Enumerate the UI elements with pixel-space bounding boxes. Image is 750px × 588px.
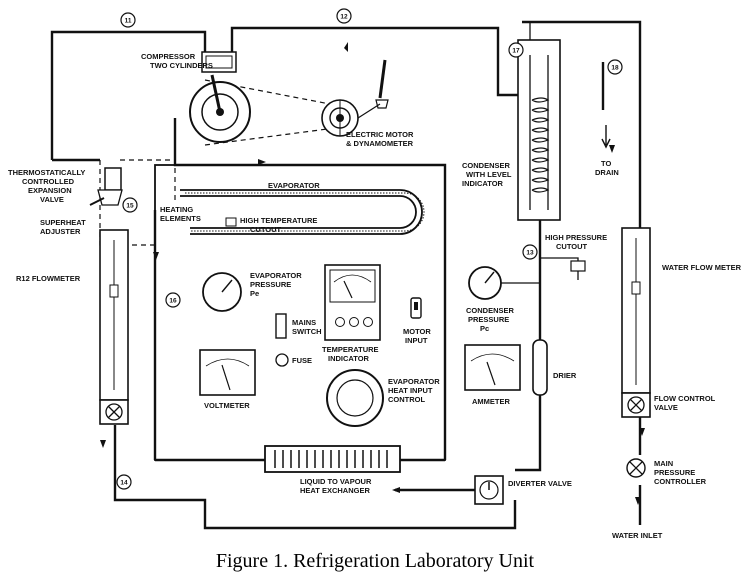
mains-switch <box>275 313 287 339</box>
flow-arrows <box>100 42 645 505</box>
point-marker <box>165 292 181 308</box>
motor-input-knob <box>410 297 422 319</box>
heating-label-1: HEATING <box>160 205 193 214</box>
diverter-label: DIVERTER VALVE <box>508 479 572 488</box>
superheat-label-1: SUPERHEAT <box>40 218 86 227</box>
condenser-label-1: CONDENSER <box>462 161 511 170</box>
evaporator-label: EVAPORATOR <box>268 181 320 190</box>
fuse <box>275 353 289 367</box>
evap-pressure-label-1: EVAPORATOR <box>250 271 302 280</box>
heat-exchanger-label-1: LIQUID TO VAPOUR <box>300 477 372 486</box>
r12-flowmeter <box>99 229 129 425</box>
evaporator-fins <box>185 192 425 232</box>
compressor-label-2: TWO CYLINDERS <box>150 61 213 70</box>
main-pressure-controller <box>626 458 646 478</box>
heating-label-2: ELEMENTS <box>160 214 201 223</box>
evaporator-coil <box>180 189 423 235</box>
water-inlet-label: WATER INLET <box>612 531 663 540</box>
mains-label-1: MAINS <box>292 318 316 327</box>
point-number: 14 <box>120 480 128 487</box>
condenser-label-2: WITH LEVEL <box>466 170 512 179</box>
ht-cutout-label-2: CUTOUT <box>250 225 282 234</box>
expansion-label-4: VALVE <box>40 195 64 204</box>
hp-cutout-label-1: HIGH PRESSURE <box>545 233 607 242</box>
drain-label-2: DRAIN <box>595 168 619 177</box>
flow-control-label-2: VALVE <box>654 403 678 412</box>
heat-input-label-1: EVAPORATOR <box>388 377 440 386</box>
flow-control-label-1: FLOW CONTROL <box>654 394 716 403</box>
heat-exchanger-label-2: HEAT EXCHANGER <box>300 486 370 495</box>
water-flow-label: WATER FLOW METER <box>662 263 742 272</box>
motor-label-1: ELECTRIC MOTOR <box>346 130 414 139</box>
temp-label-2: INDICATOR <box>328 354 370 363</box>
cond-pressure-label-3: Pc <box>480 324 489 333</box>
heat-exchanger <box>264 445 401 473</box>
point-marker <box>122 197 138 213</box>
point-number: 11 <box>125 18 132 25</box>
ammeter-label: AMMETER <box>472 397 510 406</box>
temp-label-1: TEMPERATURE <box>322 345 379 354</box>
evap-pressure-label-2: PRESSURE <box>250 280 291 289</box>
figure-caption: Figure 1. Refrigeration Laboratory Unit <box>215 550 535 572</box>
condenser <box>517 39 561 221</box>
drier-label: DRIER <box>553 371 577 380</box>
cond-pressure-label-1: CONDENSER <box>466 306 515 315</box>
heat-input-label-2: HEAT INPUT <box>388 386 433 395</box>
r12-label: R12 FLOWMETER <box>16 274 81 283</box>
point-marker <box>120 12 136 28</box>
point-marker <box>522 244 538 260</box>
point-number: 18 <box>611 65 619 72</box>
motor-input-label-2: INPUT <box>405 336 428 345</box>
cond-pressure-label-2: PRESSURE <box>468 315 509 324</box>
expansion-label-1: THERMOSTATICALLY <box>8 168 85 177</box>
hp-cutout-switch <box>570 260 586 272</box>
point-number: 12 <box>340 14 348 21</box>
compressor-label-1: COMPRESSOR <box>141 52 196 61</box>
condenser-label-3: INDICATOR <box>462 179 504 188</box>
superheat-label-2: ADJUSTER <box>40 227 81 236</box>
ht-cutout-label-1: HIGH TEMPERATURE <box>240 216 317 225</box>
condenser-pressure-gauge <box>468 266 502 300</box>
main-pressure-label-1: MAIN <box>654 459 673 468</box>
drain-label-1: TO <box>601 159 611 168</box>
water-flow-meter <box>621 227 651 418</box>
electric-motor <box>321 59 389 137</box>
compressor <box>189 51 251 143</box>
motor-label-2: & DYNAMOMETER <box>346 139 414 148</box>
voltmeter-label: VOLTMETER <box>204 401 250 410</box>
ammeter <box>464 344 521 391</box>
expansion-label-3: EXPANSION <box>28 186 72 195</box>
point-number: 15 <box>126 203 134 210</box>
evap-pressure-label-3: Pe <box>250 289 259 298</box>
expansion-valve <box>89 167 123 206</box>
heat-input-knob <box>326 369 384 427</box>
drier <box>532 339 548 396</box>
control-panel <box>154 164 446 461</box>
point-marker <box>508 42 524 58</box>
point-marker <box>336 8 352 24</box>
ht-cutout-switch <box>225 217 237 227</box>
point-markers: 11 12 17 18 13 15 16 14 <box>116 8 623 490</box>
temperature-indicator <box>324 264 381 341</box>
heat-input-label-3: CONTROL <box>388 395 425 404</box>
point-number: 17 <box>512 48 520 55</box>
point-marker <box>116 474 132 490</box>
motor-input-label-1: MOTOR <box>403 327 431 336</box>
diverter-valve <box>474 475 504 505</box>
mains-label-2: SWITCH <box>292 327 322 336</box>
fuse-label: FUSE <box>292 356 312 365</box>
drain-arrow <box>601 125 611 149</box>
point-number: 16 <box>169 298 177 305</box>
voltmeter <box>199 349 256 396</box>
hp-cutout-label-2: CUTOUT <box>556 242 588 251</box>
evaporator-pressure-gauge <box>202 272 242 312</box>
point-number: 13 <box>526 250 534 257</box>
point-marker <box>607 59 623 75</box>
main-pressure-label-3: CONTROLLER <box>654 477 707 486</box>
main-pressure-label-2: PRESSURE <box>654 468 695 477</box>
expansion-label-2: CONTROLLED <box>22 177 75 186</box>
